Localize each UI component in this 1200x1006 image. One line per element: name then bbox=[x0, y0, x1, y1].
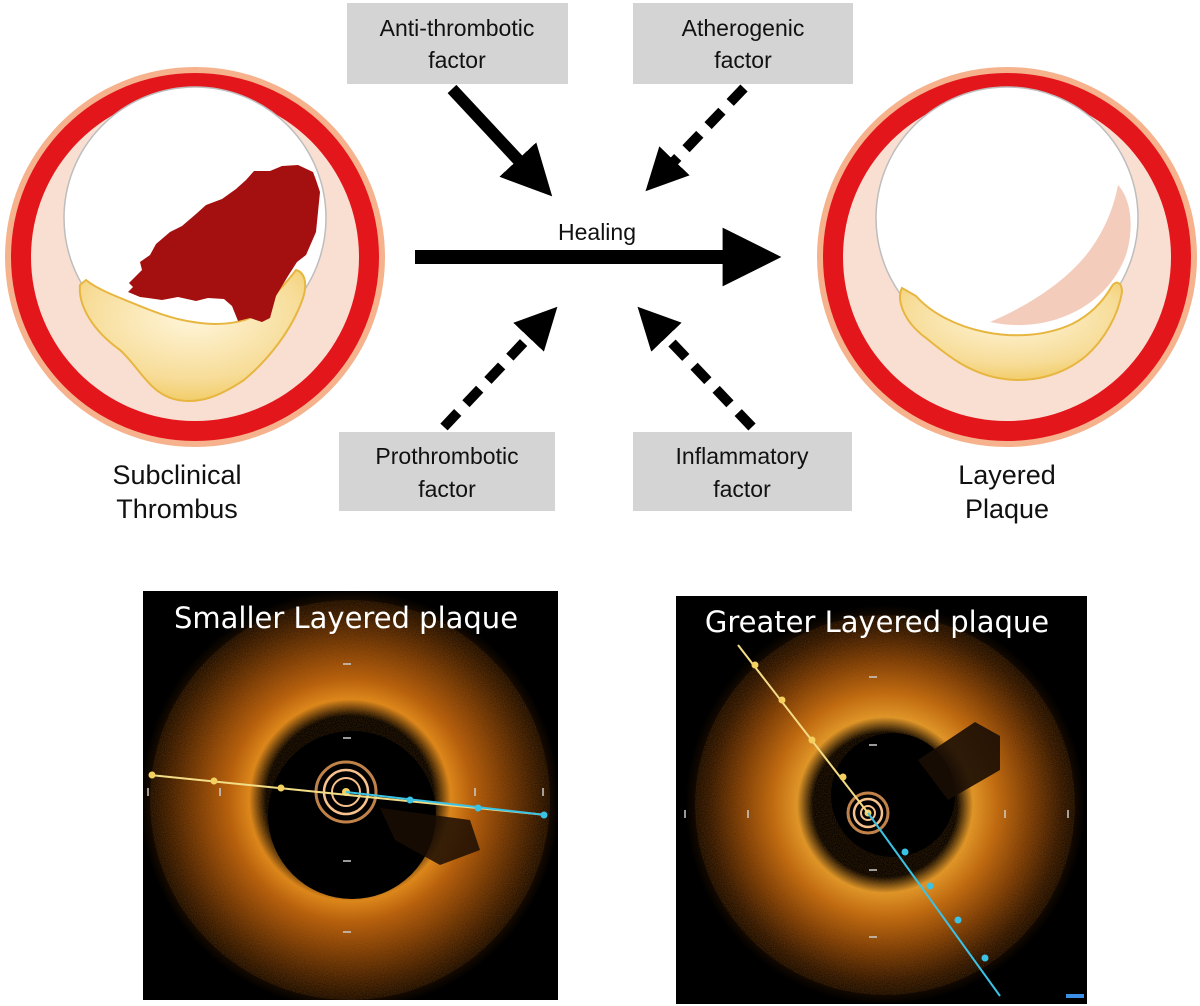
factor-box-anti-thrombotic: Anti-thrombotic factor bbox=[347, 3, 568, 84]
oct-guidewire-shadow bbox=[380, 808, 480, 865]
factor-label-line1: Prothrombotic bbox=[375, 443, 518, 469]
inflammatory-arrow bbox=[637, 306, 756, 431]
factor-label-line1: Inflammatory bbox=[676, 443, 809, 469]
thrombus bbox=[128, 165, 320, 322]
oct-lumen bbox=[268, 731, 436, 899]
anti-thrombotic-arrow bbox=[447, 84, 553, 197]
healing-label: Healing bbox=[558, 219, 636, 245]
oct-image-smaller-layered-plaque: Smaller Layered plaque bbox=[143, 591, 558, 1000]
atherogenic-arrow bbox=[645, 84, 748, 192]
oct-title: Greater Layered plaque bbox=[705, 605, 1049, 639]
factor-box-inflammatory: Inflammatory factor bbox=[633, 432, 852, 511]
layered-plaque-illustration bbox=[817, 67, 1197, 447]
prothrombotic-arrow bbox=[440, 306, 558, 431]
factor-label-line2: factor bbox=[428, 47, 486, 73]
caption-line2: Thrombus bbox=[116, 494, 238, 524]
factor-label-line1: Atherogenic bbox=[682, 15, 805, 41]
left-caption: Subclinical Thrombus bbox=[112, 460, 241, 524]
caption-line1: Layered bbox=[958, 460, 1056, 490]
factor-label-line2: factor bbox=[714, 47, 772, 73]
factor-label-line2: factor bbox=[418, 476, 476, 502]
caption-line1: Subclinical bbox=[112, 460, 241, 490]
layered-plaque-band bbox=[990, 185, 1131, 326]
oct-guidewire-shadow bbox=[918, 722, 1000, 800]
oct-image-greater-layered-plaque: Greater Layered plaque bbox=[676, 596, 1087, 1004]
lipid-core bbox=[78, 268, 307, 402]
factor-label-line2: factor bbox=[713, 476, 771, 502]
lipid-core bbox=[899, 281, 1124, 381]
factor-label-line1: Anti-thrombotic bbox=[380, 15, 535, 41]
factor-box-atherogenic: Atherogenic factor bbox=[633, 3, 853, 84]
arrows bbox=[415, 84, 782, 431]
right-caption: Layered Plaque bbox=[958, 460, 1056, 524]
oct-title: Smaller Layered plaque bbox=[174, 601, 518, 635]
subclinical-thrombus-illustration bbox=[5, 67, 385, 447]
factor-box-prothrombotic: Prothrombotic factor bbox=[339, 432, 555, 511]
caption-line2: Plaque bbox=[965, 494, 1049, 524]
oct-measure-line bbox=[737, 644, 869, 814]
